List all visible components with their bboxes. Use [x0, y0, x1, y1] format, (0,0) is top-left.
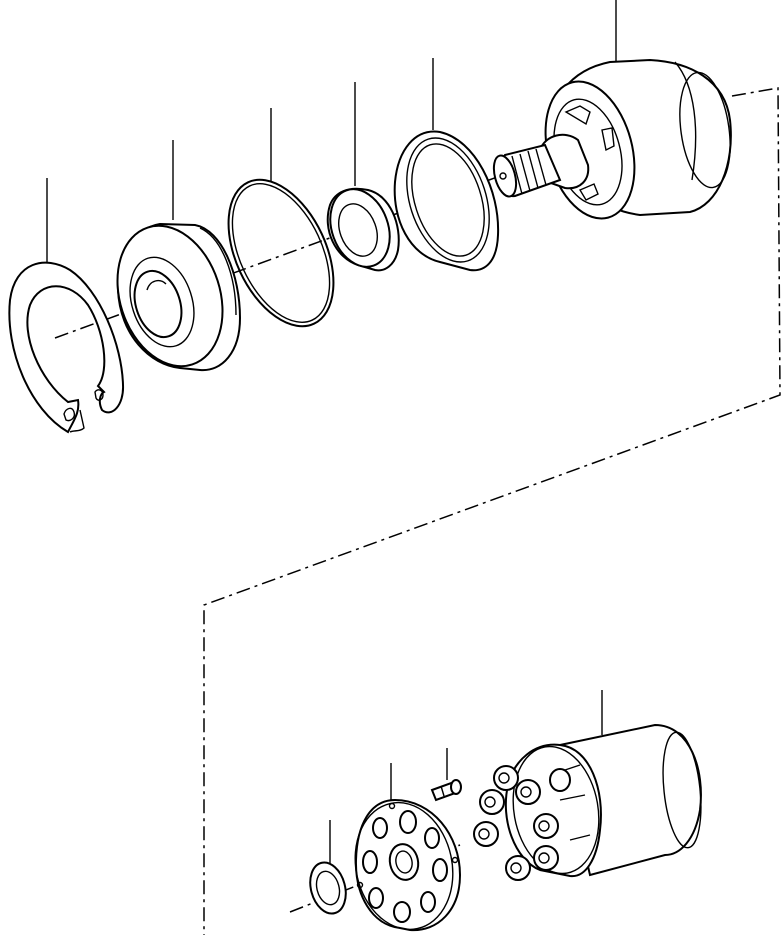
- cylinder-block-with-pistons: [473, 723, 702, 881]
- leader-lines: [46, 0, 617, 868]
- piston-5: [473, 821, 499, 847]
- retaining-ring: [8, 261, 125, 434]
- oil-seal: [326, 187, 400, 272]
- bearing-housing: [116, 222, 242, 372]
- reference-frame: [203, 87, 781, 935]
- piston-2: [515, 779, 541, 805]
- center-axis-upper: [54, 175, 501, 339]
- piston-3: [479, 789, 505, 815]
- piston-8: [549, 768, 571, 792]
- pin: [430, 779, 462, 802]
- thrust-plate: [393, 130, 500, 272]
- retainer-plate: [354, 798, 462, 932]
- piston-1: [493, 765, 519, 791]
- shaft-and-housing: [492, 58, 732, 220]
- piston-7: [505, 855, 531, 881]
- piston-4: [533, 813, 559, 839]
- o-ring: [227, 178, 335, 328]
- piston-6: [533, 845, 559, 871]
- washer: [309, 861, 347, 915]
